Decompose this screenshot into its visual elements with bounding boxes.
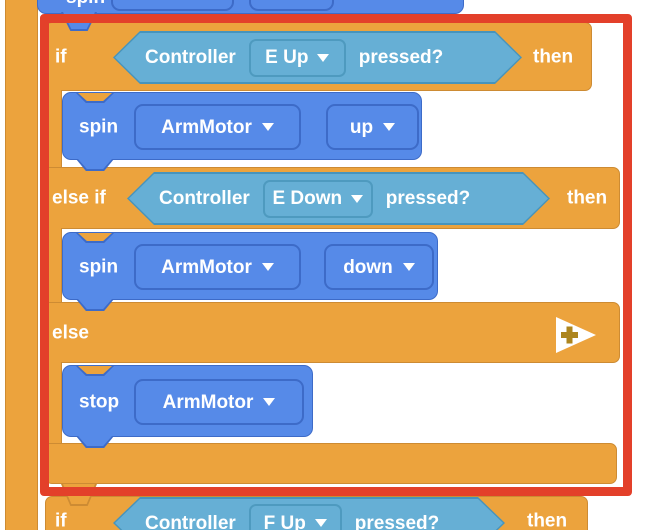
controller-condition-block[interactable]: Controller E Down pressed?: [127, 172, 550, 225]
motor-dropdown[interactable]: ArmMotor: [134, 244, 301, 290]
connector-bump: [76, 436, 114, 448]
else-label: else: [52, 322, 89, 344]
outer-c-block-wall[interactable]: [5, 0, 38, 530]
button-dropdown-value: E Up: [265, 47, 309, 68]
dropdown-arrow-icon: [317, 54, 329, 62]
stop-verb-label: stop: [79, 391, 120, 413]
then-label: then: [533, 46, 574, 68]
motor-dropdown-value: ArmMotor: [161, 256, 252, 278]
if-label: if: [55, 510, 67, 530]
dropdown-arrow-icon: [263, 398, 276, 406]
direction-dropdown-value: up: [349, 116, 374, 138]
pressed-label: pressed?: [358, 47, 444, 68]
else-bar[interactable]: [45, 302, 620, 363]
connector-bump: [76, 299, 114, 311]
direction-dropdown[interactable]: up: [326, 104, 419, 150]
if-label: if: [55, 46, 67, 68]
pressed-label: pressed?: [385, 188, 471, 209]
connector-notch: [76, 93, 114, 103]
dropdown-arrow-icon: [351, 195, 363, 203]
motor-dropdown[interactable]: ArmMotor: [134, 379, 304, 425]
direction-dropdown-value: down: [343, 256, 393, 278]
motor-dropdown-value: ArmMotor: [161, 116, 252, 138]
button-dropdown-value: F Up: [263, 512, 306, 530]
device-label: Controller: [145, 47, 236, 68]
spin-verb-label: spin: [66, 0, 105, 7]
pressed-label: pressed?: [354, 512, 440, 530]
then-label: then: [527, 510, 568, 530]
spin-block-partial[interactable]: spin: [37, 0, 464, 14]
device-label: Controller: [145, 512, 236, 530]
motor-dropdown-value: ArmMotor: [162, 391, 254, 413]
if-block-footer[interactable]: [45, 443, 617, 484]
stop-block[interactable]: stop ArmMotor: [62, 365, 313, 437]
controller-condition-block[interactable]: Controller E Up pressed?: [113, 31, 522, 84]
spin-verb-label: spin: [79, 256, 119, 278]
motor-dropdown[interactable]: ArmMotor: [134, 104, 301, 150]
dropdown-arrow-icon: [383, 123, 396, 131]
dropdown-arrow-icon: [261, 263, 274, 271]
device-label: Controller: [159, 188, 250, 209]
selection-highlight-border: [40, 14, 632, 496]
button-dropdown[interactable]: E Down: [263, 180, 373, 218]
button-dropdown-value: E Down: [272, 188, 343, 209]
dropdown-arrow-icon: [261, 123, 274, 131]
direction-dropdown[interactable]: down: [324, 244, 434, 290]
controller-condition-block[interactable]: Controller F Up pressed?: [113, 497, 505, 530]
spin-block[interactable]: spin ArmMotor down: [62, 232, 438, 300]
button-dropdown[interactable]: F Up: [249, 504, 342, 530]
spin-verb-label: spin: [79, 116, 119, 138]
dropdown-arrow-icon: [315, 519, 327, 527]
motor-dropdown[interactable]: [111, 0, 234, 11]
direction-dropdown[interactable]: [249, 0, 334, 11]
then-label: then: [567, 187, 608, 209]
dropdown-arrow-icon: [402, 263, 415, 271]
else-if-label: else if: [52, 187, 106, 209]
expand-else-icon[interactable]: [553, 314, 599, 356]
button-dropdown[interactable]: E Up: [249, 39, 346, 77]
spin-block[interactable]: spin ArmMotor up: [62, 92, 422, 160]
connector-notch: [76, 233, 114, 243]
connector-notch: [76, 366, 114, 376]
connector-bump: [76, 159, 114, 171]
